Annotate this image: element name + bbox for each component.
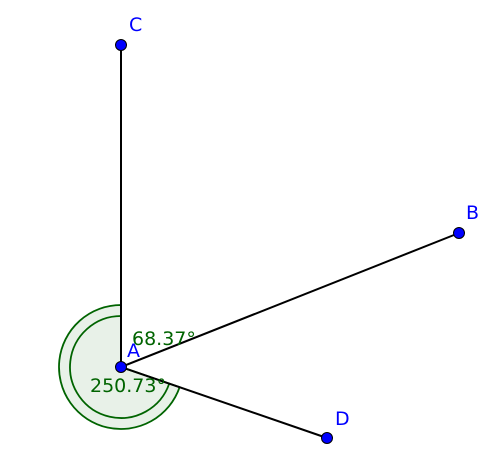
point-d[interactable]: [321, 432, 333, 444]
point-c[interactable]: [115, 39, 127, 51]
point-label-a: A: [127, 340, 140, 362]
angle-label-acute: 68.37°: [132, 328, 196, 350]
segment-ab[interactable]: [120, 232, 460, 368]
angle-label-reflex: 250.73°: [90, 375, 166, 397]
segment-ad[interactable]: [120, 366, 328, 439]
point-label-b: B: [466, 202, 479, 224]
point-label-d: D: [335, 408, 350, 430]
point-b[interactable]: [453, 227, 465, 239]
point-a[interactable]: [115, 361, 127, 373]
point-label-c: C: [129, 14, 142, 36]
angle-marker-acute: [69, 315, 171, 419]
